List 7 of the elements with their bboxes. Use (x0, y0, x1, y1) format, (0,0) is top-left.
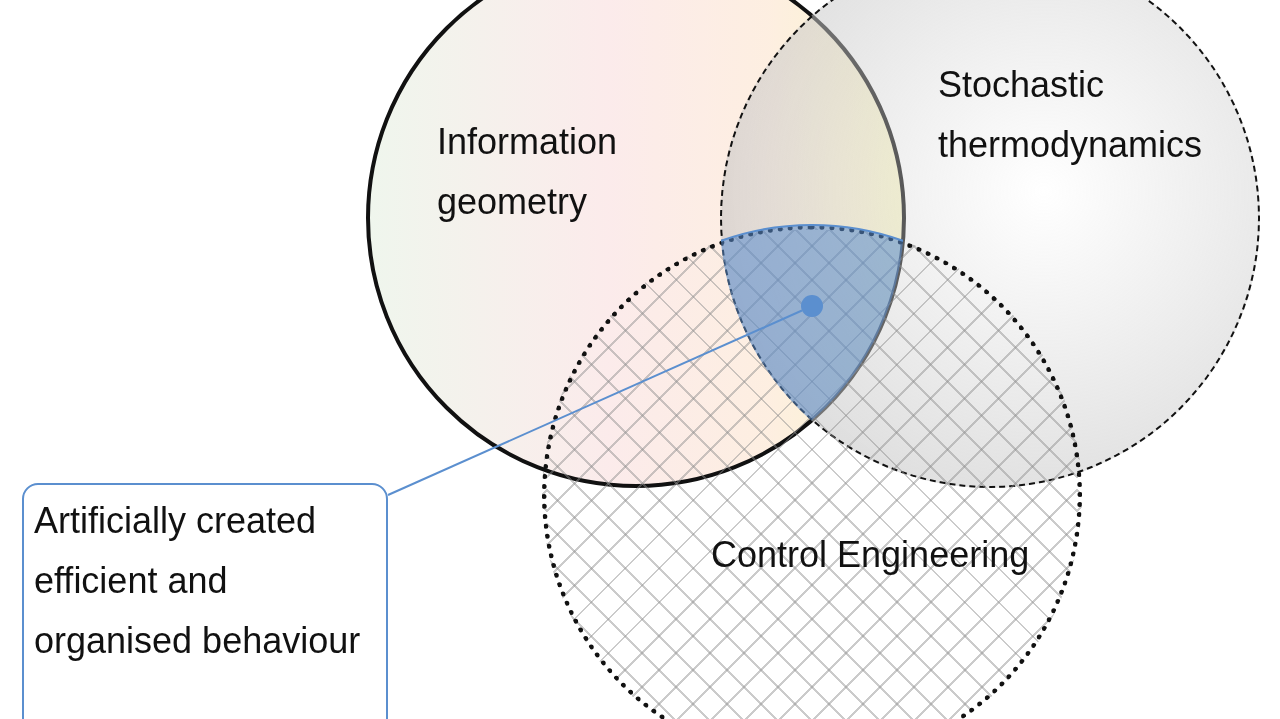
circle-label: Stochastic thermodynamics (938, 63, 1204, 167)
circle-label: Control Engineering (711, 533, 1031, 577)
callout-box (22, 483, 388, 719)
circle-label: Information geometry (437, 120, 619, 224)
intersection-dot (801, 295, 823, 317)
leader-line (387, 309, 803, 496)
callout-text: Artificially created efficient and organised behaviour (34, 499, 362, 663)
